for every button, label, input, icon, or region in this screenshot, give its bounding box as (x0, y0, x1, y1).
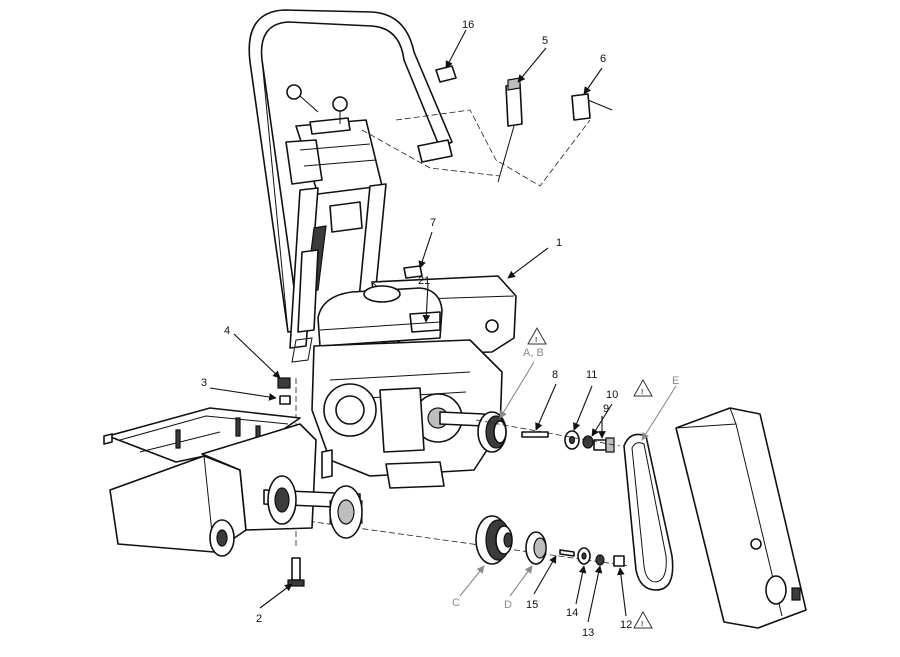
rear-axle-wheels (263, 449, 363, 539)
callout-8: 8 (552, 369, 558, 381)
key-8 (521, 431, 549, 438)
belt-guard (675, 407, 807, 629)
bolt-2 (287, 557, 305, 587)
callout-10: 10 (606, 389, 618, 401)
callout-12: 12 (620, 619, 632, 631)
hub-d (525, 531, 547, 565)
svg-text:!: ! (641, 621, 643, 628)
handle-bar (248, 9, 453, 333)
callout-13: 13 (582, 627, 594, 639)
callout-21: 21 (418, 275, 430, 287)
blade-pulley-c (475, 515, 513, 565)
callout-6: 6 (600, 53, 606, 65)
throttle-cable-16 (435, 65, 457, 83)
callout-1: 1 (556, 237, 562, 249)
callout-2: 2 (256, 613, 262, 625)
callout-3: 3 (201, 377, 207, 389)
bolt-9 (593, 437, 615, 453)
warning-triangle-icon: ! (633, 610, 653, 629)
callout-d: D (504, 599, 512, 611)
callout-15: 15 (526, 599, 538, 611)
callout-9: 9 (603, 403, 609, 415)
engine-assembly (311, 265, 517, 489)
callout-a-b: A, B (523, 347, 544, 359)
callout-c: C (452, 597, 460, 609)
front-tray (103, 407, 301, 463)
svg-text:!: ! (641, 389, 643, 396)
lockwasher-13 (595, 554, 605, 566)
callout-labels: 1 2 3 4 5 6 7 8 9 10 11 12 13 14 15 16 2… (201, 19, 679, 639)
washer-11 (564, 430, 580, 450)
callout-11: 11 (586, 369, 597, 381)
key-15 (559, 549, 575, 557)
bolt-3-4 (277, 377, 291, 405)
callout-16: 16 (462, 19, 474, 31)
warning-triangle-icon: ! (527, 326, 547, 345)
callout-7: 7 (430, 217, 436, 229)
washer-14 (577, 547, 591, 565)
callout-4: 4 (224, 325, 230, 337)
engine-pulley (477, 411, 507, 453)
svg-text:!: ! (535, 337, 537, 344)
warning-triangle-icon: ! (633, 378, 653, 397)
callout-e: E (672, 375, 679, 387)
lockwasher-10 (582, 435, 594, 449)
callout-5: 5 (542, 35, 548, 47)
throttle-5 (497, 77, 523, 183)
bolt-12 (613, 555, 625, 567)
leader-lines (209, 29, 677, 623)
callout-14: 14 (566, 607, 578, 619)
drive-belt (623, 433, 674, 591)
switch-6 (571, 93, 613, 121)
handle-control-box (285, 96, 383, 233)
